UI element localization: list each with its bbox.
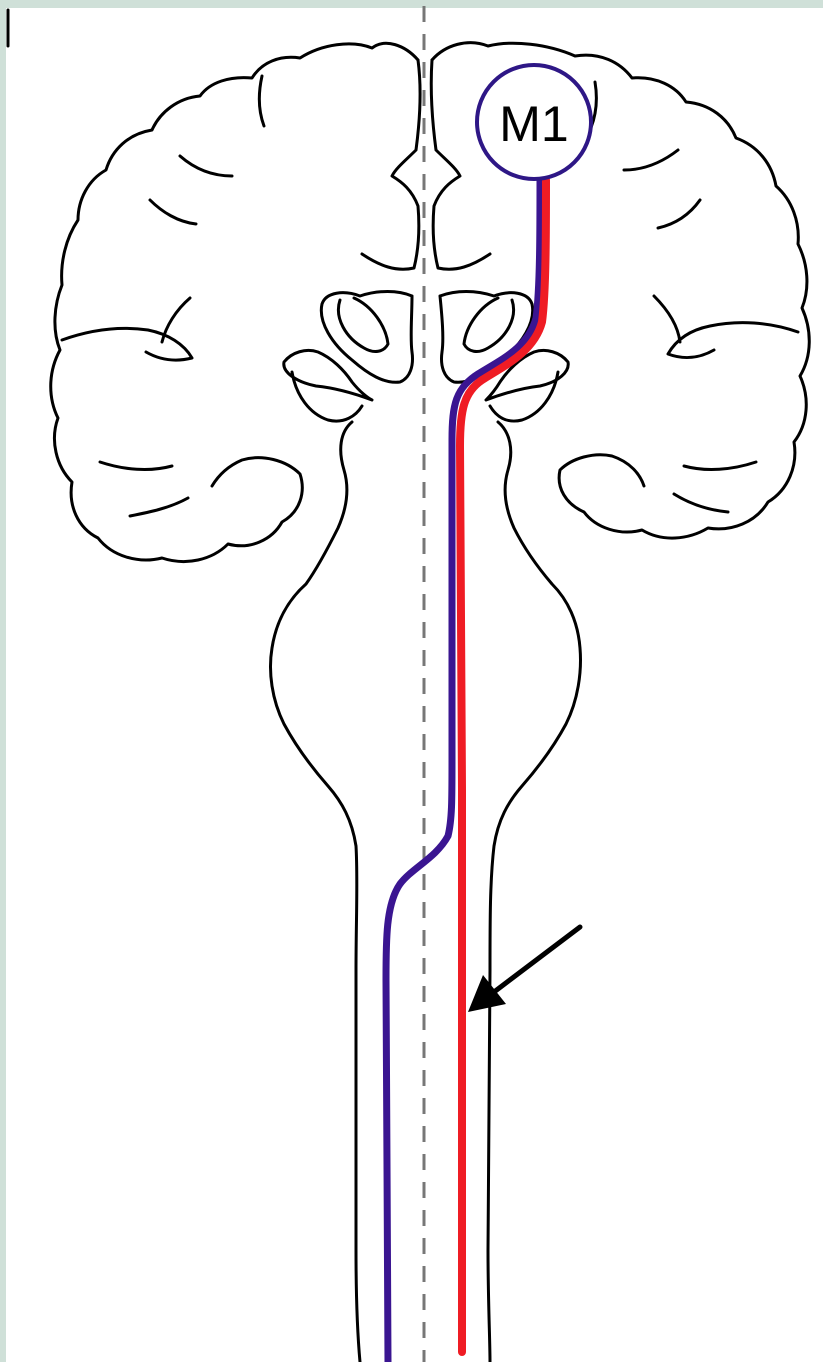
m1-label: M1 xyxy=(499,96,568,152)
figure-panel xyxy=(6,8,823,1362)
